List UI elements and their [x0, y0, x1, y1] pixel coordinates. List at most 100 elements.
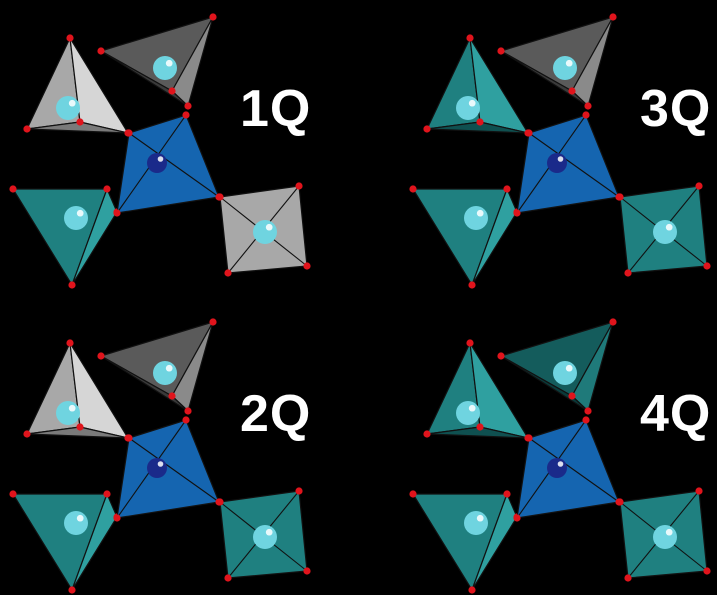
oxygen-atom [103, 490, 110, 497]
cation-atom [64, 206, 88, 230]
oxygen-atom [224, 269, 231, 276]
cation-atom-highlight [469, 100, 476, 107]
bottom-right-polyhedron [216, 182, 310, 276]
oxygen-atom [513, 209, 520, 216]
cation-atom [553, 56, 577, 80]
panel-1q [9, 13, 310, 288]
center-atom [147, 458, 167, 478]
center-atom-highlight [558, 461, 564, 467]
cation-atom-highlight [77, 210, 84, 217]
oxygen-atom [303, 262, 310, 269]
polyhedron-face [117, 420, 219, 518]
cation-atom [456, 96, 480, 120]
oxygen-atom [9, 185, 16, 192]
center-polyhedron [113, 111, 222, 216]
cation-atom [153, 361, 177, 385]
oxygen-atom [97, 47, 104, 54]
center-atom [547, 458, 567, 478]
bottom-left-polyhedron [409, 490, 520, 593]
cation-atom [553, 361, 577, 385]
oxygen-atom [609, 13, 616, 20]
cation-atom-highlight [469, 405, 476, 412]
oxygen-atom [125, 434, 132, 441]
cation-atom-highlight [77, 515, 84, 522]
oxygen-atom [503, 185, 510, 192]
cation-atom-highlight [266, 529, 273, 536]
oxygen-atom [23, 430, 30, 437]
oxygen-atom [497, 352, 504, 359]
oxygen-atom [125, 129, 132, 136]
center-atom [147, 153, 167, 173]
oxygen-atom [703, 567, 710, 574]
oxygen-atom [182, 416, 189, 423]
oxygen-atom [409, 490, 416, 497]
bottom-left-polyhedron [409, 185, 520, 288]
cation-atom-highlight [566, 60, 573, 67]
oxygen-atom [615, 498, 622, 505]
cation-atom-highlight [166, 365, 173, 372]
oxygen-atom [182, 111, 189, 118]
oxygen-atom [97, 352, 104, 359]
cation-atom [56, 401, 80, 425]
panel-4q [409, 318, 710, 593]
cation-atom-highlight [477, 515, 484, 522]
center-polyhedron [513, 111, 622, 216]
cation-atom-highlight [69, 405, 76, 412]
oxygen-atom [624, 269, 631, 276]
oxygen-atom [525, 434, 532, 441]
oxygen-atom [76, 423, 83, 430]
oxygen-atom [295, 182, 302, 189]
oxygen-atom [695, 487, 702, 494]
oxygen-atom [466, 34, 473, 41]
oxygen-atom [66, 339, 73, 346]
cation-atom [653, 220, 677, 244]
oxygen-atom [184, 102, 191, 109]
oxygen-atom [68, 586, 75, 593]
oxygen-atom [615, 193, 622, 200]
oxygen-atom [466, 339, 473, 346]
oxygen-atom [224, 574, 231, 581]
cation-atom-highlight [266, 224, 273, 231]
panel-label-1q: 1Q [240, 83, 311, 135]
oxygen-atom [468, 281, 475, 288]
top-right-polyhedron [97, 13, 216, 109]
oxygen-atom [23, 125, 30, 132]
oxygen-atom [168, 392, 175, 399]
cation-atom-highlight [666, 529, 673, 536]
panel-label-2q: 2Q [240, 388, 311, 440]
panel-label-3q: 3Q [640, 83, 711, 135]
cation-atom-highlight [166, 60, 173, 67]
oxygen-atom [303, 567, 310, 574]
oxygen-atom [624, 574, 631, 581]
center-polyhedron [113, 416, 222, 521]
oxygen-atom [582, 111, 589, 118]
oxygen-atom [103, 185, 110, 192]
oxygen-atom [582, 416, 589, 423]
oxygen-atom [497, 47, 504, 54]
oxygen-atom [423, 125, 430, 132]
oxygen-atom [68, 281, 75, 288]
panel-label-4q: 4Q [640, 388, 711, 440]
oxygen-atom [568, 87, 575, 94]
oxygen-atom [209, 13, 216, 20]
cation-atom [253, 220, 277, 244]
oxygen-atom [423, 430, 430, 437]
oxygen-atom [215, 193, 222, 200]
bottom-right-polyhedron [616, 487, 710, 581]
oxygen-atom [476, 118, 483, 125]
oxygen-atom [703, 262, 710, 269]
cation-atom [653, 525, 677, 549]
cation-atom [456, 401, 480, 425]
top-right-polyhedron [497, 318, 616, 414]
oxygen-atom [695, 182, 702, 189]
center-polyhedron [513, 416, 622, 521]
oxygen-atom [76, 118, 83, 125]
bottom-left-polyhedron [9, 490, 120, 593]
oxygen-atom [113, 209, 120, 216]
cation-atom-highlight [666, 224, 673, 231]
cation-atom [253, 525, 277, 549]
polyhedron-face [517, 420, 619, 518]
oxygen-atom [209, 318, 216, 325]
oxygen-atom [66, 34, 73, 41]
